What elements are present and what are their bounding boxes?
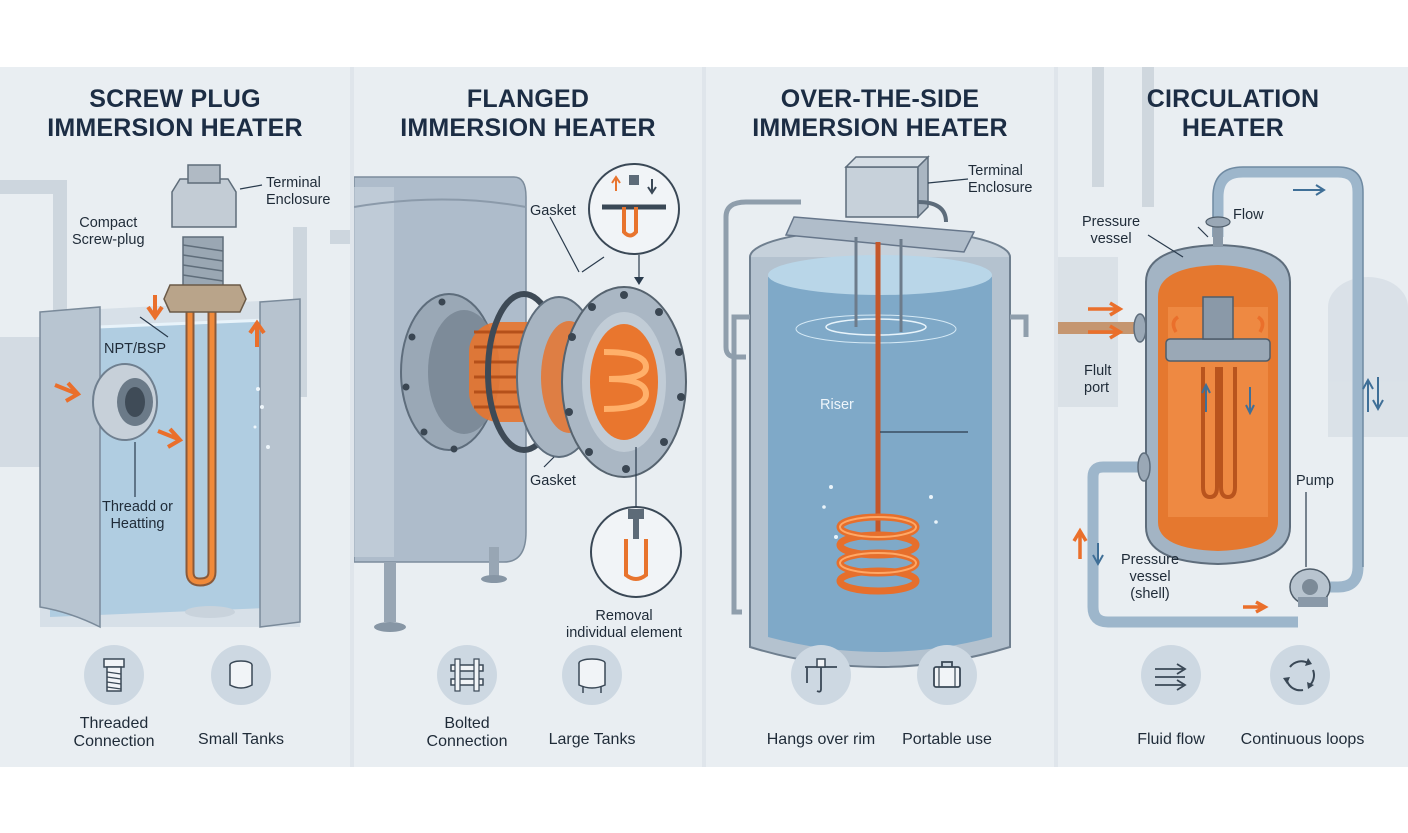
feature-caption: Fluid flow [1137, 731, 1205, 748]
panel-title: OVER-THE-SIDE IMMERSION HEATER [752, 85, 1008, 142]
over-the-side-illustration [723, 155, 1029, 668]
label-npt-bsp: NPT/BSP [104, 341, 167, 357]
feature-caption: Hangs over rim [766, 731, 876, 748]
flanged-illustration [354, 163, 687, 632]
panel-title: SCREW PLUG IMMERSION HEATER [47, 85, 303, 142]
feature-caption: Small Tanks [198, 731, 284, 748]
screw-plug-illustration [0, 164, 350, 629]
small-tank-icon [211, 645, 271, 705]
feature-caption: Portable use [902, 731, 992, 748]
circulation-illustration [1058, 67, 1408, 628]
threaded-fitting-icon [84, 645, 144, 705]
bolted-flange-icon [437, 645, 497, 705]
panel-title: CIRCULATION HEATER [1146, 85, 1320, 142]
label-flow: Flow [1233, 207, 1264, 223]
label-gasket-top: Gasket [530, 203, 576, 219]
panel-title: FLANGED IMMERSION HEATER [400, 85, 656, 142]
loop-arrows-icon [1270, 645, 1330, 705]
label-pump: Pump [1296, 473, 1334, 489]
label-riser: Riser [820, 397, 854, 413]
label-gasket-bottom: Gasket [530, 473, 576, 489]
suitcase-icon [917, 645, 977, 705]
panel-flanged: FLANGED IMMERSION HEATER Gasket Gasket R… [354, 67, 702, 767]
hanging-heater-icon [791, 645, 851, 705]
feature-caption: Continuous loops [1240, 731, 1365, 748]
fluid-flow-icon [1141, 645, 1201, 705]
large-tank-icon [562, 645, 622, 705]
feature-caption: Large Tanks [548, 731, 636, 748]
